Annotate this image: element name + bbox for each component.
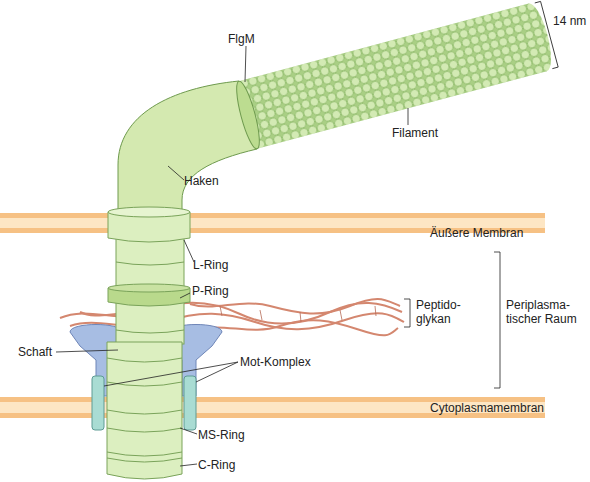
peptidoglycan-bracket bbox=[404, 299, 410, 327]
dimension-tick bbox=[552, 67, 558, 69]
part-label: Cytoplasmamembran bbox=[430, 401, 544, 415]
leader-line bbox=[408, 108, 409, 125]
filament-tip bbox=[519, 1, 556, 74]
part-label: MS-Ring bbox=[198, 428, 245, 442]
cytoplasmic-membrane bbox=[0, 397, 545, 418]
leader-line bbox=[168, 166, 184, 180]
peptidoglycan-strand bbox=[190, 299, 400, 314]
leader-line bbox=[245, 46, 246, 82]
stator-left bbox=[92, 376, 104, 430]
dimension-bracket bbox=[541, 1, 559, 67]
filament-body bbox=[239, 4, 547, 149]
leader-line bbox=[104, 362, 238, 386]
part-label: Schaft bbox=[18, 345, 52, 359]
leader-line bbox=[184, 240, 194, 262]
leader-lines bbox=[56, 46, 408, 466]
peptidoglycan-crosslinks bbox=[220, 306, 376, 322]
dimension-tick bbox=[535, 1, 541, 3]
part-label: Periplasma- tischer Raum bbox=[506, 298, 586, 326]
l-ring-top bbox=[108, 207, 190, 217]
part-label: L-Ring bbox=[193, 258, 228, 272]
part-label: Äußere Membran bbox=[430, 226, 523, 240]
leader-line bbox=[196, 362, 238, 382]
part-label: 14 nm bbox=[553, 14, 586, 28]
leader-line bbox=[180, 428, 197, 434]
part-label: P-Ring bbox=[192, 284, 229, 298]
stator-right bbox=[184, 376, 196, 430]
basal-body-rings bbox=[107, 358, 182, 462]
p-ring-top bbox=[108, 284, 190, 292]
part-label: C-Ring bbox=[198, 458, 235, 472]
hook bbox=[118, 81, 257, 218]
peptidoglycan-crosslink bbox=[220, 306, 376, 322]
leader-line bbox=[56, 350, 118, 352]
leader-line bbox=[180, 464, 197, 466]
flgm-ring bbox=[232, 79, 264, 150]
part-label: Peptido- glykan bbox=[416, 298, 471, 326]
part-label: FlgM bbox=[228, 32, 255, 46]
filament bbox=[232, 0, 558, 150]
basal-body bbox=[107, 342, 182, 479]
part-label: Haken bbox=[184, 174, 219, 188]
peptidoglycan-strand bbox=[195, 320, 398, 335]
part-label: Filament bbox=[392, 126, 438, 140]
part-label: Mot-Komplex bbox=[240, 355, 311, 369]
leader-line bbox=[180, 293, 190, 298]
periplasm-bracket bbox=[494, 252, 500, 388]
